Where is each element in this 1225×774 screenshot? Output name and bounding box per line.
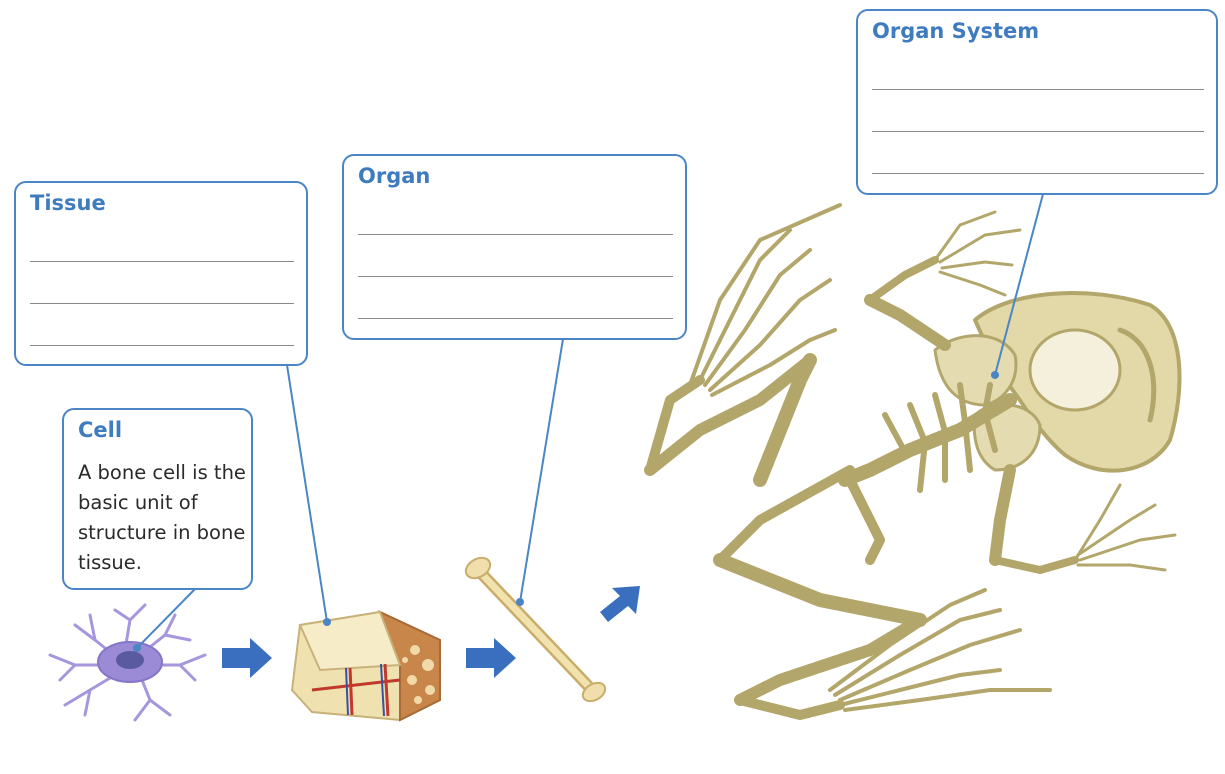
cell-title: Cell (78, 418, 123, 442)
answer-line[interactable] (872, 131, 1204, 132)
frog-skeleton-image (644, 203, 1182, 720)
cell-leader-dot (133, 644, 141, 652)
organ-leader-dot (516, 598, 524, 606)
tissue-leader-line (286, 364, 328, 623)
bone-cell-image (48, 603, 207, 722)
cell-box: Cell A bone cell is the basic unit of st… (62, 408, 253, 590)
answer-line[interactable] (30, 303, 294, 304)
answer-line[interactable] (358, 234, 673, 235)
organ-title: Organ (358, 164, 431, 188)
answer-line[interactable] (30, 345, 294, 346)
arrow-icon (222, 638, 272, 678)
tissue-box: Tissue (14, 181, 308, 366)
organ-system-leader-line (994, 193, 1044, 376)
arrow-icon (466, 638, 516, 678)
answer-line[interactable] (358, 318, 673, 319)
tissue-title: Tissue (30, 191, 106, 215)
cell-leader-line (136, 588, 196, 649)
organ-leader-line (519, 338, 564, 603)
bone-tissue-image (290, 610, 441, 722)
cell-description: A bone cell is the basic unit of structu… (78, 461, 246, 574)
single-bone-image (464, 556, 607, 703)
organ-system-title: Organ System (872, 19, 1040, 43)
organ-system-box: Organ System (856, 9, 1218, 195)
answer-line[interactable] (872, 173, 1204, 174)
answer-line[interactable] (358, 276, 673, 277)
arrow-icon (600, 586, 640, 622)
answer-line[interactable] (872, 89, 1204, 90)
tissue-leader-dot (323, 618, 331, 626)
organ-system-leader-dot (991, 371, 999, 379)
answer-line[interactable] (30, 261, 294, 262)
organ-box: Organ (342, 154, 687, 340)
